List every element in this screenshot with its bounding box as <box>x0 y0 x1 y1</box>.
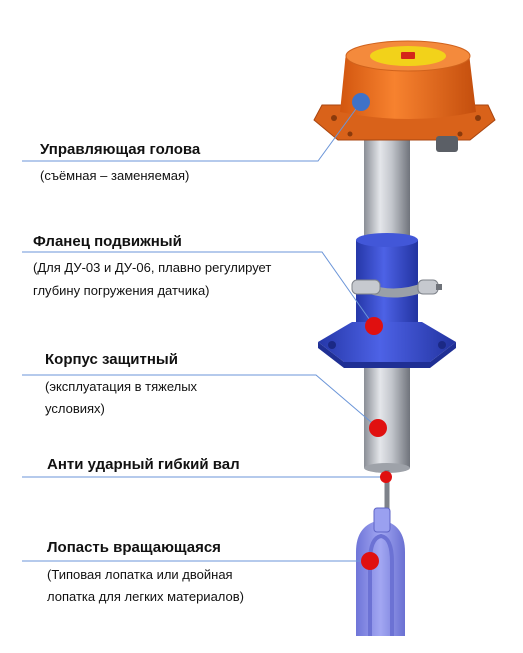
paddle-hub <box>373 507 391 533</box>
moving-flange-lip <box>318 342 456 368</box>
leader-line <box>22 251 375 327</box>
bolt <box>475 115 481 121</box>
paddle-marker-red <box>361 552 379 570</box>
bolt <box>331 115 337 121</box>
flange-hole <box>328 341 336 349</box>
control-head-title: Управляющая голова <box>40 141 201 158</box>
bolt <box>347 131 353 137</box>
paddle-desc-line1: (Типовая лопатка или двойная <box>47 567 233 582</box>
protective-body-title: Корпус защитный <box>45 351 178 368</box>
flange-marker-red <box>365 317 383 335</box>
paddle-desc-line2: лопатка для легких материалов) <box>47 589 244 604</box>
flange-hole <box>438 341 446 349</box>
flange-title: Фланец подвижный <box>33 233 182 250</box>
shaft-marker-red <box>380 471 392 483</box>
leader-line <box>22 101 362 162</box>
flange-desc-line2: глубину погружения датчика) <box>33 283 210 298</box>
leader-line <box>22 374 379 429</box>
protective-tube-end <box>364 463 410 473</box>
label-logo <box>401 52 415 59</box>
control-head-desc: (съёмная – заменяемая) <box>40 168 190 183</box>
bolt <box>457 131 463 137</box>
paddle-title: Лопасть вращающаяся <box>47 539 221 556</box>
head-marker-blue <box>352 93 370 111</box>
flexible-shaft-title: Анти ударный гибкий вал <box>47 456 240 473</box>
clamp-bolt <box>417 279 439 295</box>
flange-desc-line1: (Для ДУ-03 и ДУ-06, плавно регулирует <box>33 260 272 275</box>
protective-body-desc-line1: (эксплуатация в тяжелых <box>45 379 198 394</box>
clamp-bolt <box>351 279 381 295</box>
tube-marker-red <box>369 419 387 437</box>
flange-sleeve-top <box>356 233 418 247</box>
moving-flange <box>318 322 456 362</box>
cable-gland <box>436 136 458 152</box>
protective-body-desc-line2: условиях) <box>45 401 105 416</box>
clamp-screw <box>436 284 442 290</box>
